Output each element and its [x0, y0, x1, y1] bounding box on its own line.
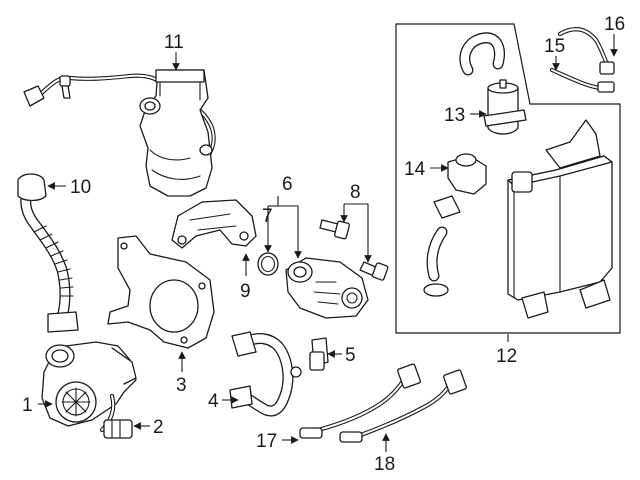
- callout-14: 14: [404, 159, 426, 180]
- part-5-sensor: [309, 337, 329, 371]
- part-4-air-pipe: [229, 331, 302, 417]
- leader-8: [344, 203, 372, 263]
- callout-15: 15: [544, 36, 565, 57]
- callout-4: 4: [208, 391, 219, 412]
- part-1-secondary-air-pump: [41, 341, 137, 427]
- evap-assembly-group-box: [395, 23, 621, 334]
- part-8-bolts: [319, 219, 389, 281]
- part-2-wiring-connector: [99, 393, 133, 439]
- callout-2: 2: [153, 417, 164, 438]
- callout-10: 10: [70, 177, 91, 198]
- callout-12: 12: [496, 346, 517, 367]
- callout-18: 18: [374, 454, 395, 475]
- callout-13: 13: [444, 105, 465, 126]
- callout-5: 5: [345, 345, 356, 366]
- callout-17: 17: [256, 431, 277, 452]
- callout-1: 1: [22, 395, 33, 416]
- part-6-combination-valve: [285, 257, 369, 319]
- part-3-heat-shield: [107, 235, 215, 349]
- part-17-oxygen-sensor: [299, 363, 421, 439]
- callout-9: 9: [240, 281, 251, 302]
- callout-11: 11: [164, 32, 184, 53]
- callout-8: 8: [350, 182, 361, 203]
- leader-6: [277, 196, 302, 259]
- part-15-vent-line: [549, 67, 615, 93]
- callout-6: 6: [282, 174, 293, 195]
- part-10-corrugated-hose: [17, 173, 79, 333]
- callout-7: 7: [262, 206, 273, 227]
- callout-3: 3: [176, 375, 187, 396]
- part-13-purge-filter: [459, 32, 527, 135]
- part-11-air-pump-housing: [23, 69, 216, 197]
- callout-16: 16: [604, 14, 625, 35]
- part-12-charcoal-canister: [507, 119, 613, 319]
- part-18-oxygen-sensor: [339, 369, 467, 443]
- part-7-o-ring-inner: [260, 255, 276, 273]
- part-14-check-valve: [423, 153, 487, 297]
- part-9-mounting-bracket: [171, 199, 257, 249]
- part-16-vent-hose: [557, 27, 615, 75]
